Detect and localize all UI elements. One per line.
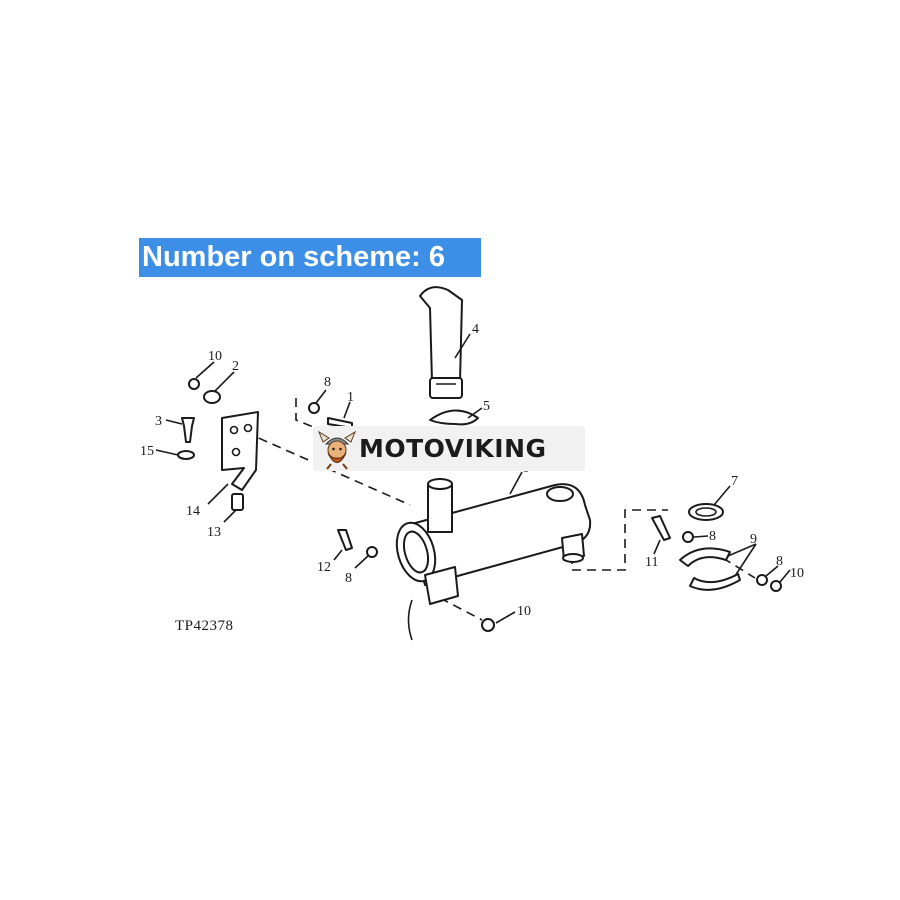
washer-2 [203,390,221,404]
callout-13: 13 [207,525,221,540]
callout-14: 14 [186,504,200,519]
callout-10-top: 10 [208,349,222,364]
washer-8-top [308,402,320,414]
viking-mascot-icon [317,430,357,470]
callout-4: 4 [472,322,479,337]
nut-10-far [770,580,782,592]
motoviking-logo: MOTOVIKING [313,426,585,471]
leader-lines [155,333,791,624]
assembly-line-bottom [439,597,483,621]
bracket-part [221,411,259,491]
part-code-label: TP42378 [175,618,234,634]
washer-8-left [366,546,378,558]
callout-7: 7 [731,474,738,489]
logo-brand-text: MOTOVIKING [359,434,547,463]
washer-8-right [682,531,694,543]
assembly-line-top [295,398,346,441]
callout-2: 2 [232,359,239,374]
assembly-line-right [571,509,668,571]
clamp-9-upper [679,547,731,567]
bolt-11 [651,515,671,541]
callout-5: 5 [483,399,490,414]
nut-10a [188,378,200,390]
callout-15: 15 [140,444,154,459]
exhaust-elbow-part [419,286,463,399]
scheme-number-banner: Number on scheme: 6 [139,238,481,277]
gasket-7-inner [695,507,717,517]
callout-8-left: 8 [345,571,352,586]
callout-10-bottom: 10 [517,604,531,619]
gasket-7 [688,503,724,521]
callout-11: 11 [645,555,658,570]
clamp-9-lower [689,573,741,591]
callout-8-top: 8 [324,375,331,390]
callout-8-far: 8 [776,554,783,569]
washer-8-far [756,574,768,586]
callout-10-far: 10 [790,566,804,581]
muffler-part [395,478,592,641]
callout-1: 1 [347,390,354,405]
gasket-part [429,409,479,426]
callout-3: 3 [155,414,162,429]
callout-12: 12 [317,560,331,575]
callout-9: 9 [750,532,757,547]
bolt-3 [181,417,195,443]
callout-8-right: 8 [709,529,716,544]
nut-10-bottom [481,618,495,632]
bolt-12 [337,529,353,551]
spacer-13 [231,493,244,511]
washer-15 [177,450,195,460]
